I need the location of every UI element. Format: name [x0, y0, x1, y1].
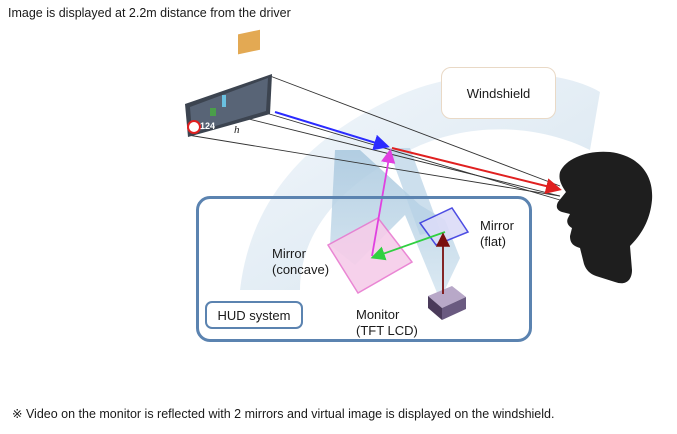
- windshield-glass: [240, 73, 600, 290]
- monitor-device: [428, 286, 466, 320]
- caption-bottom: ※ Video on the monitor is reflected with…: [12, 407, 555, 421]
- mirror-concave-line2: (concave): [272, 262, 330, 277]
- light-beam-band: [330, 150, 460, 300]
- mirror-concave-label: Mirror (concave): [272, 246, 329, 278]
- mirror-concave-line1: Mirror: [272, 246, 306, 261]
- ray-red: [391, 147, 562, 194]
- monitor-label: Monitor (TFT LCD): [356, 307, 418, 339]
- caption-top: Image is displayed at 2.2m distance from…: [8, 6, 291, 20]
- mirror-flat-line2: (flat): [480, 234, 506, 249]
- monitor-line2: (TFT LCD): [356, 323, 418, 338]
- hud-system-label: HUD system: [205, 301, 303, 329]
- windshield-label: Windshield: [441, 67, 556, 119]
- ray-blue: [274, 111, 390, 151]
- mirror-flat-line1: Mirror: [480, 218, 514, 233]
- concave-mirror: [326, 217, 414, 295]
- ray-magenta: [371, 148, 396, 257]
- hud-system-box: [196, 196, 532, 342]
- monitor-line1: Monitor: [356, 307, 400, 322]
- speed-readout: 124: [200, 121, 215, 131]
- virtual-image: 124: [185, 29, 272, 137]
- ray-green: [370, 231, 446, 261]
- projection-lines: [187, 75, 561, 201]
- mirror-flat-label: Mirror (flat): [480, 218, 514, 250]
- driver-head-icon: [556, 151, 653, 284]
- height-mark: h: [234, 124, 240, 136]
